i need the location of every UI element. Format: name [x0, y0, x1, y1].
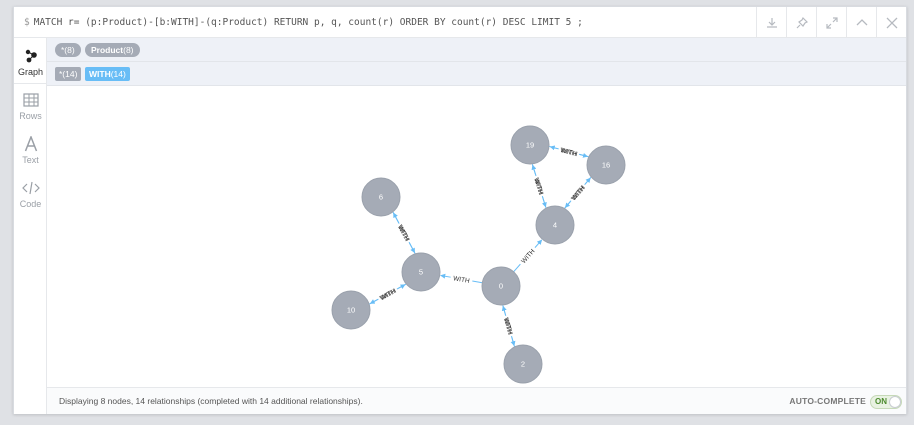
toggle-knob [889, 396, 901, 408]
tab-rows-label: Rows [19, 111, 42, 121]
graph-node-label: 6 [379, 193, 383, 202]
relationship-line[interactable] [472, 280, 483, 284]
relationship-label: WITH [379, 288, 397, 302]
relationship-arrow[interactable] [408, 241, 416, 254]
tab-text-label: Text [22, 155, 39, 165]
product-label-chip[interactable]: Product(8) [85, 43, 140, 57]
graph-node-label: 2 [521, 360, 525, 369]
relationship-label: WITH [520, 248, 536, 265]
relationship-arrow[interactable] [541, 195, 547, 208]
query-editor[interactable]: $MATCH r= (p:Product)-[b:WITH]-(q:Produc… [24, 7, 583, 38]
node-legend: *(8) Product(8) [47, 38, 906, 62]
relationship-label: WITH [532, 177, 544, 195]
graph-node[interactable] [331, 290, 371, 330]
relationship-line[interactable] [549, 145, 558, 150]
status-bar: Displaying 8 nodes, 14 relationships (co… [47, 387, 906, 414]
text-icon [24, 135, 38, 153]
product-label-name: Product [91, 45, 124, 55]
relationship-arrow[interactable] [564, 200, 572, 208]
graph-node-label: 0 [499, 282, 503, 291]
relationship-label: WITH [533, 178, 545, 196]
code-icon [21, 179, 40, 197]
graph-node[interactable] [503, 344, 543, 384]
chevron-up-icon [856, 18, 867, 25]
graph-node[interactable] [481, 266, 521, 306]
relationship-label: WITH [396, 224, 410, 242]
tab-graph[interactable]: Graph [14, 40, 47, 84]
tab-code[interactable]: Code [14, 172, 47, 216]
graph-node-label: 16 [602, 161, 610, 170]
expand-button[interactable] [816, 7, 846, 38]
relationship-line[interactable] [369, 299, 378, 305]
with-type-count: (14) [110, 69, 126, 79]
all-nodes-chip[interactable]: *(8) [55, 43, 81, 57]
autocomplete-label: AUTO-COMPLETE [789, 396, 866, 406]
graph-node-label: 19 [526, 141, 534, 150]
graph-node[interactable] [535, 205, 575, 245]
relationship-label: WITH [502, 318, 513, 336]
tab-rows[interactable]: Rows [14, 84, 47, 128]
download-button[interactable] [756, 7, 786, 38]
with-type-name: WITH [89, 69, 111, 79]
query-text[interactable]: MATCH r= (p:Product)-[b:WITH]-(q:Product… [33, 17, 583, 28]
query-bar: $MATCH r= (p:Product)-[b:WITH]-(q:Produc… [14, 7, 906, 38]
graph-node-label: 10 [347, 306, 355, 315]
graph-node[interactable] [401, 252, 441, 292]
graph-node-label: 4 [553, 221, 557, 230]
graph-node[interactable] [510, 125, 550, 165]
relationship-legend: *(14) WITH(14) [47, 62, 906, 86]
prompt-symbol: $ [24, 17, 30, 28]
relationship-label: WITH [571, 184, 587, 201]
graph-node-label: 5 [419, 268, 423, 277]
graph-node[interactable] [586, 145, 626, 185]
close-button[interactable] [876, 7, 906, 38]
relationship-arrow[interactable] [440, 273, 451, 279]
tab-graph-label: Graph [17, 66, 43, 77]
relationship-arrow[interactable] [501, 305, 507, 316]
relationship-label: WITH [560, 147, 578, 158]
relationship-line[interactable] [511, 336, 515, 347]
autocomplete-toggle[interactable]: ON [870, 395, 902, 409]
download-icon [766, 17, 777, 28]
graph-icon [23, 47, 39, 65]
relationship-label: WITH [502, 317, 513, 335]
relationship-line[interactable] [531, 164, 537, 176]
all-relationships-chip[interactable]: *(14) [55, 67, 82, 81]
pin-icon [796, 16, 808, 28]
tab-code-label: Code [19, 199, 42, 209]
status-text: Displaying 8 nodes, 14 relationships (co… [59, 396, 363, 406]
relationship-line[interactable] [513, 263, 521, 273]
relationship-arrow[interactable] [396, 284, 406, 290]
expand-icon [825, 16, 838, 29]
with-type-chip[interactable]: WITH(14) [85, 67, 130, 81]
view-sidebar: Graph Rows Text Code [14, 38, 47, 414]
pin-button[interactable] [786, 7, 816, 38]
toggle-on-label: ON [875, 397, 887, 406]
result-frame: $MATCH r= (p:Product)-[b:WITH]-(q:Produc… [13, 6, 907, 414]
graph-node[interactable] [361, 177, 401, 217]
relationship-arrow[interactable] [578, 152, 589, 158]
close-icon [886, 17, 897, 28]
collapse-button[interactable] [846, 7, 876, 38]
tab-text[interactable]: Text [14, 128, 47, 172]
relationship-line[interactable] [584, 176, 592, 185]
table-icon [22, 91, 39, 109]
relationship-line[interactable] [392, 211, 400, 223]
relationship-label: WITH [559, 147, 577, 158]
relationship-arrow[interactable] [534, 239, 543, 248]
product-label-count: (8) [123, 45, 134, 55]
relationship-label: WITH [453, 275, 471, 285]
